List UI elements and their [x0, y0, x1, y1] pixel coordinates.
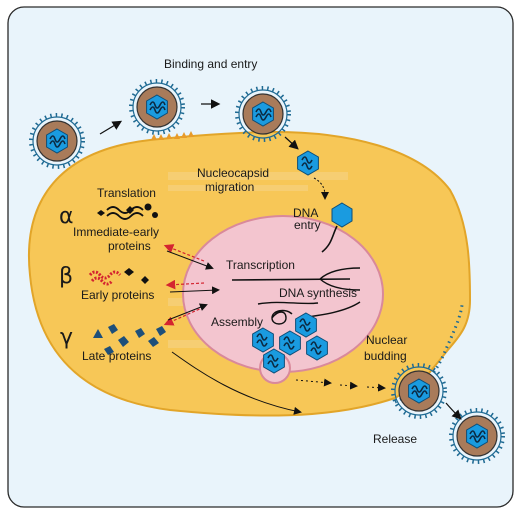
early-protein-icons: [88, 268, 149, 286]
label-transcription: Transcription: [226, 258, 295, 272]
dna-template-line: [231, 278, 351, 281]
label-dna-synthesis: DNA synthesis: [279, 286, 357, 300]
label-immediate-early-proteins: proteins: [108, 239, 151, 253]
label-binding-entry: Binding and entry: [164, 57, 257, 71]
arrow-late-to-membrane: [171, 351, 302, 415]
arrow-from-late: [167, 303, 208, 321]
label-translation: Translation: [97, 186, 156, 200]
dna-coil-icon: [271, 309, 293, 325]
arrow-to-late: [163, 306, 205, 326]
replication-fork: [319, 267, 361, 291]
arrow-release: [445, 402, 462, 420]
arrow-to-transcription: [166, 250, 214, 270]
immediate-early-protein-icons: [97, 203, 158, 220]
label-gamma: γ: [60, 325, 73, 350]
dna-strand: [321, 225, 338, 253]
label-alpha: α: [59, 204, 74, 229]
surface-receptors: [151, 131, 194, 140]
late-protein-icons: [93, 324, 166, 355]
label-entry: entry: [294, 218, 321, 232]
arrow-from-early: [169, 286, 220, 295]
label-migration: migration: [205, 180, 254, 194]
label-nuclear: Nuclear: [366, 333, 407, 347]
arrow-approach: [99, 120, 123, 135]
label-dna: DNA: [293, 206, 318, 220]
label-immediate-early: Immediate-early: [73, 225, 159, 239]
label-nucleocapsid: Nucleocapsid: [197, 166, 269, 180]
label-beta: β: [59, 264, 73, 289]
arrow-entry: [284, 136, 299, 150]
arrow-egress: [295, 378, 332, 387]
dna-synthesis-strand: [257, 301, 319, 305]
hexagon-capsid-icon: [331, 202, 353, 228]
arrow-to-early: [165, 279, 205, 290]
label-late-proteins: Late proteins: [82, 349, 151, 363]
label-assembly: Assembly: [211, 315, 263, 329]
label-budding: budding: [364, 349, 407, 363]
label-release: Release: [373, 432, 417, 446]
arrow-to-immediate-early: [163, 244, 205, 262]
label-early-proteins: Early proteins: [81, 288, 154, 302]
